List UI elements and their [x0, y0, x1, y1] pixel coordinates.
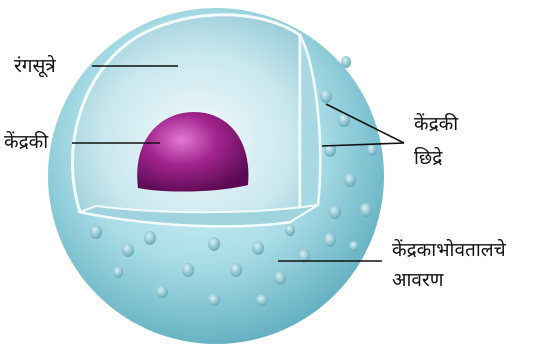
label-nuclear-envelope-line2: आवरण — [392, 266, 444, 294]
label-nuclear-envelope-line1: केंद्रकाभोवतालचे — [392, 236, 506, 264]
label-nuclear-pores-line1: केंद्रकी — [414, 110, 458, 138]
label-nucleolus: केंद्रकी — [4, 128, 48, 156]
label-nuclear-pores-line2: छिद्रे — [414, 144, 442, 172]
label-chromosomes: रंगसूत्रे — [14, 52, 56, 80]
